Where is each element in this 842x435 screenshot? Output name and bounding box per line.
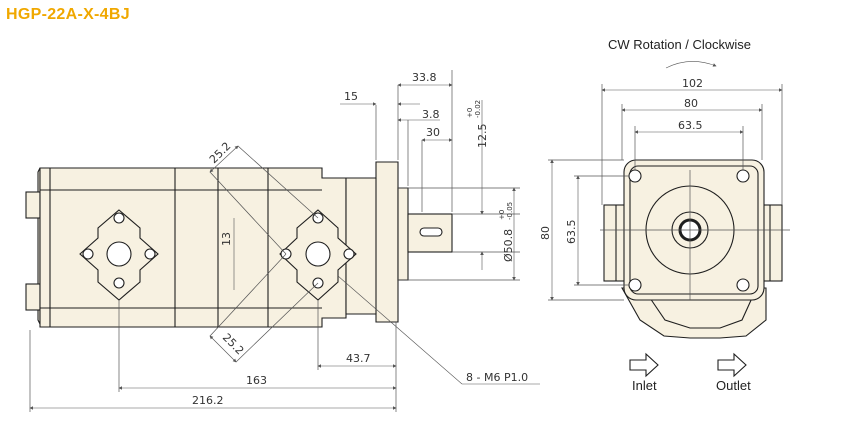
dim-25-2-bottom: 25.2 <box>220 331 247 358</box>
dim-13: 13 <box>220 232 233 246</box>
inlet-label: Inlet <box>632 378 657 393</box>
rotation-arrow-icon <box>665 61 717 69</box>
bolt-hole <box>736 278 750 292</box>
product-title: HGP-22A-X-4BJ <box>6 6 130 23</box>
outlet-label: Outlet <box>716 378 751 393</box>
dim-216-2: 216.2 <box>192 394 224 407</box>
dim-33-8: 33.8 <box>412 71 437 84</box>
dim-15: 15 <box>344 90 358 103</box>
tol-12-5-minus: -0.02 <box>474 100 482 118</box>
side-view: 33.8 15 3.8 30 12.5 +0 -0.02 Ø50.8 +0 -0… <box>25 70 540 412</box>
outlet-arrow-icon <box>717 352 747 378</box>
front-view: CW Rotation / Clockwise 102 80 63.5 80 6… <box>539 37 790 393</box>
dim-3-8: 3.8 <box>422 108 440 121</box>
thread-callout: 8 - M6 P1.0 <box>466 371 528 384</box>
dim-12-5: 12.5 <box>476 124 489 149</box>
dim-80-horizontal: 80 <box>684 97 698 110</box>
dim-80-vertical: 80 <box>539 226 552 240</box>
bolt-hole <box>628 169 642 183</box>
dim-dia-50-8: Ø50.8 <box>502 229 515 262</box>
inlet-arrow-icon <box>629 352 659 378</box>
end-cap-boss-bottom <box>25 283 41 311</box>
dim-163: 163 <box>246 374 267 387</box>
end-cap-boss-top <box>25 191 41 219</box>
dim-43-7: 43.7 <box>346 352 371 365</box>
port-flange-1 <box>79 209 159 301</box>
tol-12-5-plus: +0 <box>466 108 474 118</box>
pilot <box>397 187 409 281</box>
dim-102: 102 <box>682 77 703 90</box>
tol-50-8-plus: +0 <box>498 210 506 220</box>
mounting-flange <box>345 161 399 323</box>
dim-30: 30 <box>426 126 440 139</box>
bolt-hole <box>628 278 642 292</box>
rotation-label: CW Rotation / Clockwise <box>608 37 751 52</box>
bolt-hole <box>736 169 750 183</box>
shaft-key <box>419 227 443 237</box>
dim-63-5-horizontal: 63.5 <box>678 119 703 132</box>
dim-63-5-vertical: 63.5 <box>565 220 578 245</box>
tol-50-8-minus: -0.05 <box>506 202 514 220</box>
